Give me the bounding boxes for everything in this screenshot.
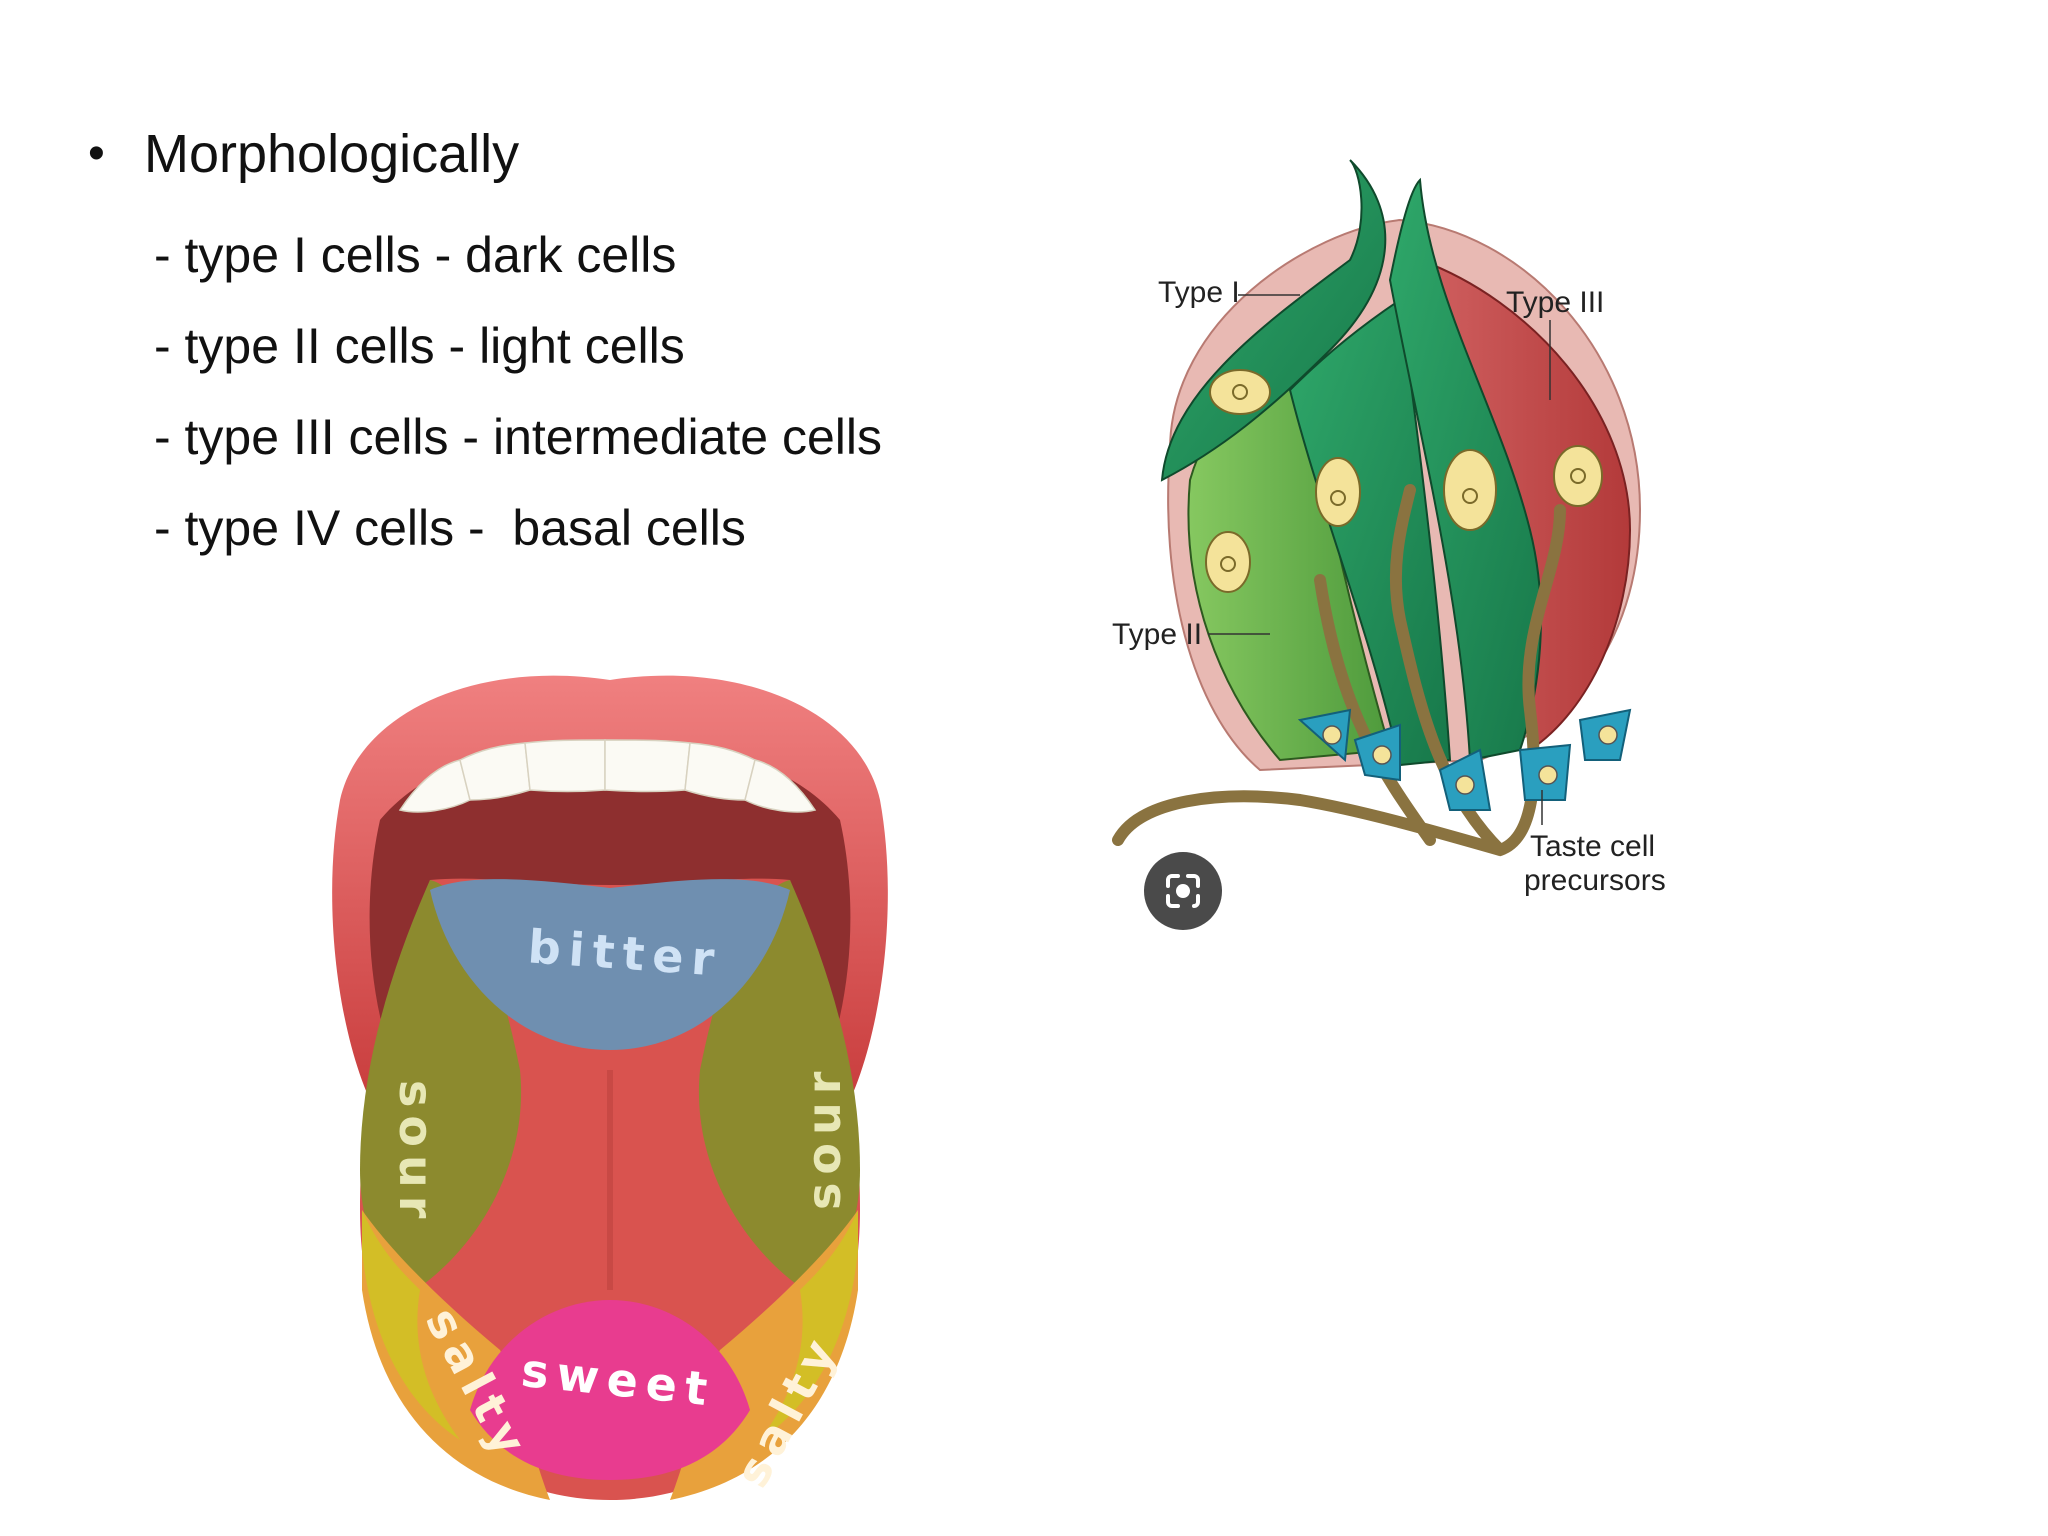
label-type3: Type III xyxy=(1506,286,1604,319)
taste-bud-diagram: Type I Type III Type II Taste cell precu… xyxy=(1112,159,1666,897)
bullet-list: • Morphologically - type I cells - dark … xyxy=(88,118,882,553)
bullet-dot-icon: • xyxy=(88,127,105,180)
label-type2: Type II xyxy=(1112,618,1202,651)
zone-salty-right-yellow xyxy=(760,1210,858,1440)
image-search-button[interactable] xyxy=(1144,852,1222,930)
teeth xyxy=(398,739,817,813)
label-sour-left: sour xyxy=(389,1080,443,1226)
sub-bullet-type4: - type IV cells - basal cells xyxy=(154,500,746,556)
nucleoli xyxy=(1220,384,1586,572)
sub-bullet-type3: - type III cells - intermediate cells xyxy=(154,409,883,465)
label-precursors-1: Taste cell xyxy=(1530,830,1655,863)
sub-bullets: - type I cells - dark cells - type II ce… xyxy=(88,230,882,553)
bullet-heading: Morphologically xyxy=(144,124,520,184)
tongue-taste-map: bitter sour sour sweet salty salty xyxy=(332,675,888,1500)
zone-sweet xyxy=(470,1300,750,1480)
label-type1: Type I xyxy=(1158,276,1240,309)
basal-nuclei xyxy=(1322,725,1618,795)
leader-lines xyxy=(1208,294,1551,825)
zone-bitter xyxy=(430,879,790,1050)
zone-salty-left-yellow xyxy=(362,1210,460,1440)
sub-bullet-type1: - type I cells - dark cells xyxy=(154,227,677,283)
label-precursors-2: precursors xyxy=(1524,864,1666,897)
sub-bullet-type2: - type II cells - light cells xyxy=(154,318,685,374)
label-sour-right: sour xyxy=(797,1064,851,1210)
image-search-icon xyxy=(1166,874,1200,908)
bullet-heading-line: • Morphologically xyxy=(88,118,882,190)
